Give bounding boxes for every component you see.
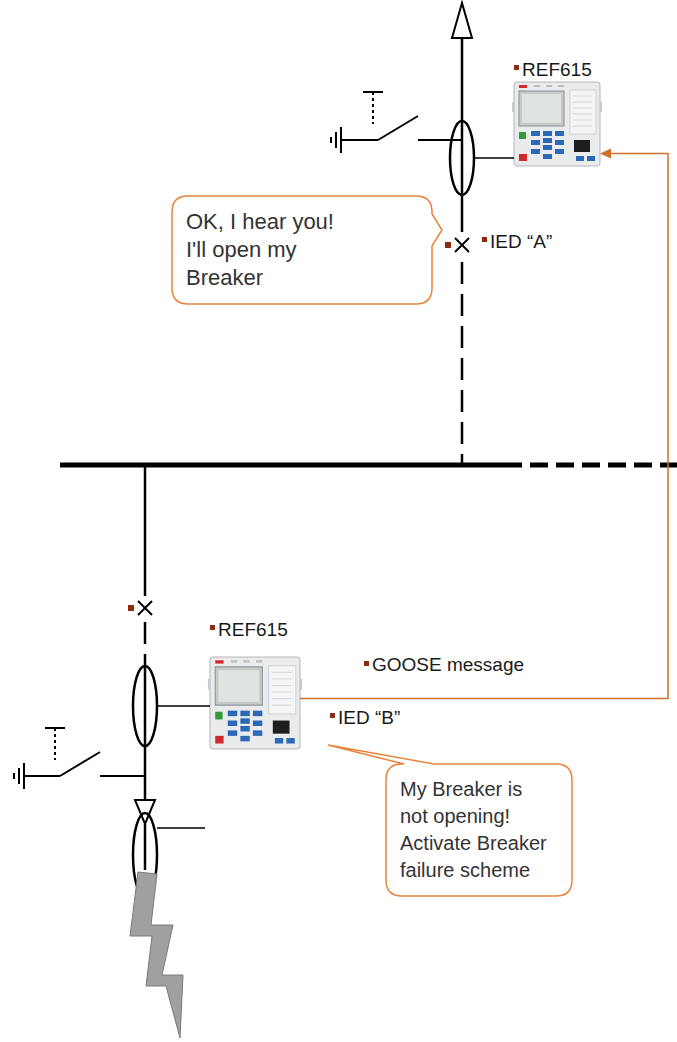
bullet-square — [210, 625, 215, 630]
busbar — [60, 463, 522, 468]
bullet-square — [128, 605, 134, 611]
arrow-head — [600, 148, 611, 158]
feeder-line — [144, 824, 147, 870]
ground-symbol — [330, 137, 332, 143]
breaker-symbol — [138, 601, 152, 615]
busbar-extension — [530, 463, 677, 468]
speech-callout: My Breaker is not opening! Activate Brea… — [386, 764, 572, 896]
switch-operating-rod — [45, 727, 65, 729]
switch-operating-rod — [54, 728, 56, 760]
ct-wire — [474, 157, 514, 159]
edge-label: GOOSE message — [372, 654, 524, 675]
bullet-square — [445, 242, 451, 248]
ground-symbol — [335, 132, 337, 148]
feeder-line-dashed — [461, 262, 464, 463]
callout-text: My Breaker is not opening! Activate Brea… — [400, 776, 551, 884]
switch-operating-rod — [372, 92, 374, 124]
ied-device-picture — [208, 657, 302, 749]
ct-wire — [157, 705, 210, 707]
current-transformer — [133, 666, 157, 746]
ground-symbol — [18, 768, 20, 784]
switch-operating-rod — [363, 91, 383, 93]
ct-wire — [157, 827, 205, 829]
earth-switch-wire — [24, 775, 60, 777]
ied-label: IED “A” — [490, 231, 552, 252]
bullet-square — [364, 661, 369, 666]
feeder-line — [461, 38, 464, 232]
fault-lightning — [130, 872, 183, 1038]
ied-device: REF615IED “A” — [514, 82, 600, 166]
speech-callout: OK, I hear you! I'll open my Breaker — [172, 196, 432, 304]
earth-switch-blade — [60, 752, 100, 776]
breaker-symbol — [455, 238, 469, 252]
breaker-symbol — [138, 601, 152, 615]
callout-border — [172, 196, 442, 304]
ied-label-wrap: IED “A” — [480, 231, 554, 253]
device-name-wrap: REF615 — [208, 619, 290, 641]
feeder-line — [144, 465, 147, 596]
bullet-square — [514, 65, 519, 70]
earth-switch-wire — [418, 139, 462, 141]
device-name: REF615 — [218, 619, 288, 640]
feeder-line — [144, 666, 147, 800]
ied-device-picture — [512, 82, 602, 166]
edge-label-wrap: GOOSE message — [362, 654, 526, 676]
callout-border — [328, 745, 572, 896]
device-name: REF615 — [522, 59, 592, 80]
breaker-symbol — [455, 238, 469, 252]
bullet-square — [482, 237, 487, 242]
ied-label-wrap: IED “B” — [328, 707, 402, 729]
bullet-square — [330, 713, 335, 718]
ied-device: REF615IED “B” — [210, 657, 300, 749]
device-name-wrap: REF615 — [512, 59, 594, 81]
earth-switch-wire — [341, 139, 378, 141]
feeder-arrow — [452, 3, 472, 38]
current-transformer — [450, 121, 474, 195]
earth-switch-blade — [378, 116, 418, 140]
earth-switch-wire — [100, 775, 145, 777]
callout-text: OK, I hear you! I'll open my Breaker — [186, 208, 351, 292]
feeder-line-dashed — [144, 622, 147, 666]
ied-label: IED “B” — [338, 707, 400, 728]
ground-symbol — [13, 773, 15, 779]
